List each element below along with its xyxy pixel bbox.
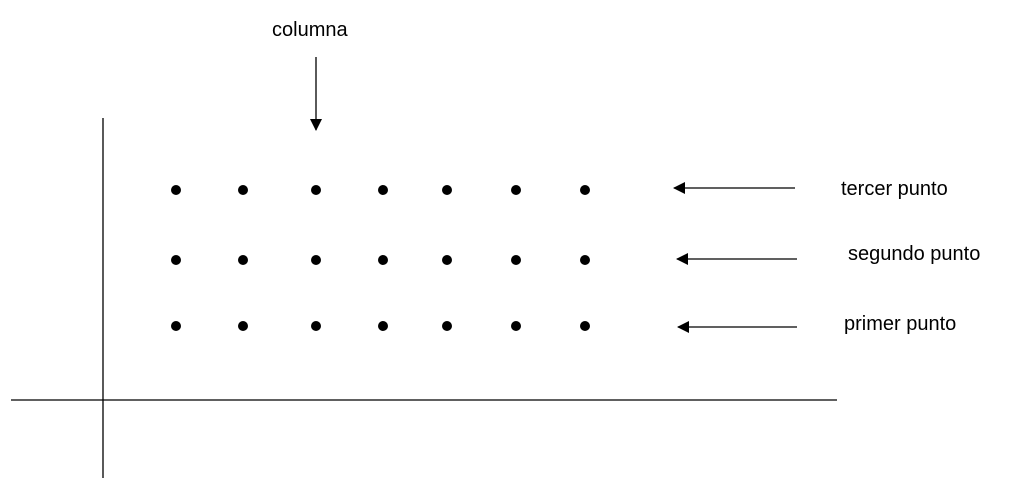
row-3-label: tercer punto (841, 178, 948, 200)
dot (580, 321, 590, 331)
dot (311, 321, 321, 331)
dot (311, 185, 321, 195)
dot (378, 185, 388, 195)
dot (378, 321, 388, 331)
row-2-label: segundo punto (848, 243, 981, 265)
dot (442, 255, 452, 265)
dot (442, 321, 452, 331)
dot (511, 321, 521, 331)
dot (511, 255, 521, 265)
dot (238, 185, 248, 195)
dot (171, 321, 181, 331)
dot (171, 185, 181, 195)
dot (580, 255, 590, 265)
dot (442, 185, 452, 195)
dot-grid (171, 185, 590, 331)
dot (238, 321, 248, 331)
dot (171, 255, 181, 265)
dot (378, 255, 388, 265)
column-label: columna (272, 19, 348, 41)
dot (511, 185, 521, 195)
row-1-label: primer punto (844, 313, 957, 335)
dot (238, 255, 248, 265)
dot (311, 255, 321, 265)
dot (580, 185, 590, 195)
